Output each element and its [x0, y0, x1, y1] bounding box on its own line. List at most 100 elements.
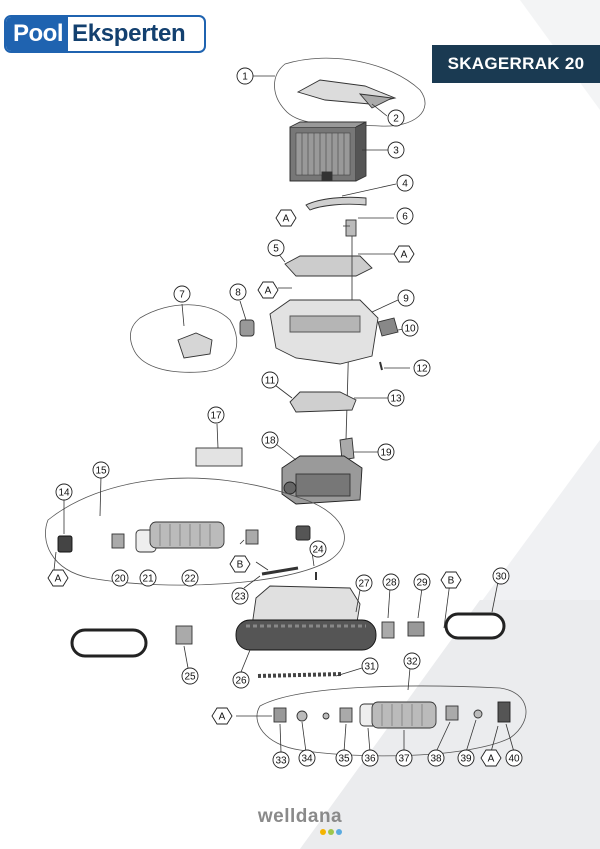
welldana-logo[interactable]: welldana	[250, 806, 350, 840]
welldana-text: welldana	[257, 806, 343, 827]
callout-21[interactable]: 21	[142, 574, 154, 585]
part7-outline	[129, 304, 238, 373]
dot-blue	[336, 829, 342, 835]
part-washer-icon	[322, 712, 330, 720]
callout-22[interactable]: 22	[184, 574, 196, 585]
callout-36[interactable]: 36	[364, 754, 376, 765]
part4-handle-icon	[305, 196, 367, 211]
callout-14[interactable]: 14	[58, 488, 70, 499]
part12-icon	[379, 361, 383, 371]
model-title: SKAGERRAK 20	[432, 45, 600, 83]
hex-label-a-2: A	[401, 250, 408, 261]
dot-green	[328, 829, 334, 835]
part25-icon	[175, 625, 193, 645]
callout-18[interactable]: 18	[264, 436, 276, 447]
callout-2[interactable]: 2	[393, 114, 399, 125]
part22-brush-icon	[149, 521, 225, 549]
callout-28[interactable]: 28	[385, 578, 397, 589]
callout-19[interactable]: 19	[380, 448, 392, 459]
logo-eksperten-text: Eksperten	[72, 20, 186, 47]
callout-31[interactable]: 31	[364, 662, 376, 673]
callout-23[interactable]: 23	[234, 592, 246, 603]
part15-outline	[45, 477, 345, 586]
callout-40[interactable]: 40	[508, 754, 520, 765]
callout-38[interactable]: 38	[430, 754, 442, 765]
callout-15[interactable]: 15	[95, 466, 107, 477]
callout-37[interactable]: 37	[398, 754, 410, 765]
part8-icon	[239, 319, 255, 337]
part10-icon	[377, 317, 399, 337]
part19-icon	[339, 437, 355, 461]
part29-icon	[407, 621, 425, 637]
callout-1[interactable]: 1	[242, 72, 248, 83]
part40-icon	[497, 701, 511, 723]
callout-30[interactable]: 30	[495, 572, 507, 583]
part17-icon	[195, 447, 243, 467]
part35-icon	[339, 707, 353, 723]
part18-motor-icon	[281, 455, 363, 505]
callout-circles	[55, 67, 523, 769]
part5-top-cover-icon	[284, 255, 373, 277]
callout-29[interactable]: 29	[416, 578, 428, 589]
part20-icon	[111, 533, 125, 549]
part39-icon	[473, 709, 483, 719]
part1-outline	[274, 57, 426, 127]
welldana-dots	[320, 829, 342, 835]
part37-brush-icon	[371, 701, 437, 729]
callout-6[interactable]: 6	[402, 212, 408, 223]
callout-11[interactable]: 11	[265, 376, 276, 387]
part6-connector-icon	[345, 219, 357, 237]
part26-chassis-icon	[235, 585, 377, 651]
callout-10[interactable]: 10	[404, 324, 416, 335]
callout-26[interactable]: 26	[235, 676, 247, 687]
hex-label-a-6: A	[488, 754, 495, 765]
part34-icon	[296, 710, 308, 722]
hex-label-b-2: B	[448, 576, 455, 587]
callout-33[interactable]: 33	[275, 756, 287, 767]
part33-icon	[273, 707, 287, 723]
hex-label-a-1: A	[283, 214, 290, 225]
callout-39[interactable]: 39	[460, 754, 472, 765]
callout-17[interactable]: 17	[210, 411, 222, 422]
part-small-wheel-icon	[295, 525, 311, 541]
part31-strip-icon	[257, 672, 343, 678]
callout-34[interactable]: 34	[301, 754, 313, 765]
part13-impeller-icon	[289, 391, 357, 413]
part28-icon	[381, 621, 395, 639]
part14-wheel-icon	[57, 535, 73, 553]
pool-eksperten-logo[interactable]: Pool Eksperten	[4, 15, 206, 53]
hex-label-a-4: A	[55, 574, 62, 585]
callout-5[interactable]: 5	[273, 244, 279, 255]
part30-track-icon	[444, 612, 506, 640]
callout-3[interactable]: 3	[393, 146, 399, 157]
callout-13[interactable]: 13	[390, 394, 402, 405]
callout-12[interactable]: 12	[416, 364, 428, 375]
hexagon-markers	[47, 209, 502, 767]
callout-4[interactable]: 4	[402, 179, 408, 190]
part3-filter-basket-icon	[289, 121, 367, 182]
left-track-icon	[70, 628, 148, 658]
hex-label-a-3: A	[265, 286, 272, 297]
leader-lines	[53, 75, 515, 753]
dot-yellow	[320, 829, 326, 835]
callout-20[interactable]: 20	[114, 574, 126, 585]
logo-pool-text: Pool	[6, 17, 68, 51]
callout-7[interactable]: 7	[179, 290, 185, 301]
callout-9[interactable]: 9	[403, 294, 409, 305]
part2-clip-icon	[358, 93, 394, 109]
part-small-gear-icon	[245, 529, 259, 545]
callout-32[interactable]: 32	[406, 657, 418, 668]
callout-27[interactable]: 27	[358, 579, 370, 590]
callout-24[interactable]: 24	[312, 545, 324, 556]
callout-25[interactable]: 25	[184, 672, 196, 683]
part7-icon	[177, 332, 213, 359]
callout-8[interactable]: 8	[235, 288, 241, 299]
hex-label-a-5: A	[219, 712, 226, 723]
part38-icon	[445, 705, 459, 721]
callout-35[interactable]: 35	[338, 754, 350, 765]
part23-icon	[261, 566, 299, 576]
hex-label-b-1: B	[237, 560, 244, 571]
